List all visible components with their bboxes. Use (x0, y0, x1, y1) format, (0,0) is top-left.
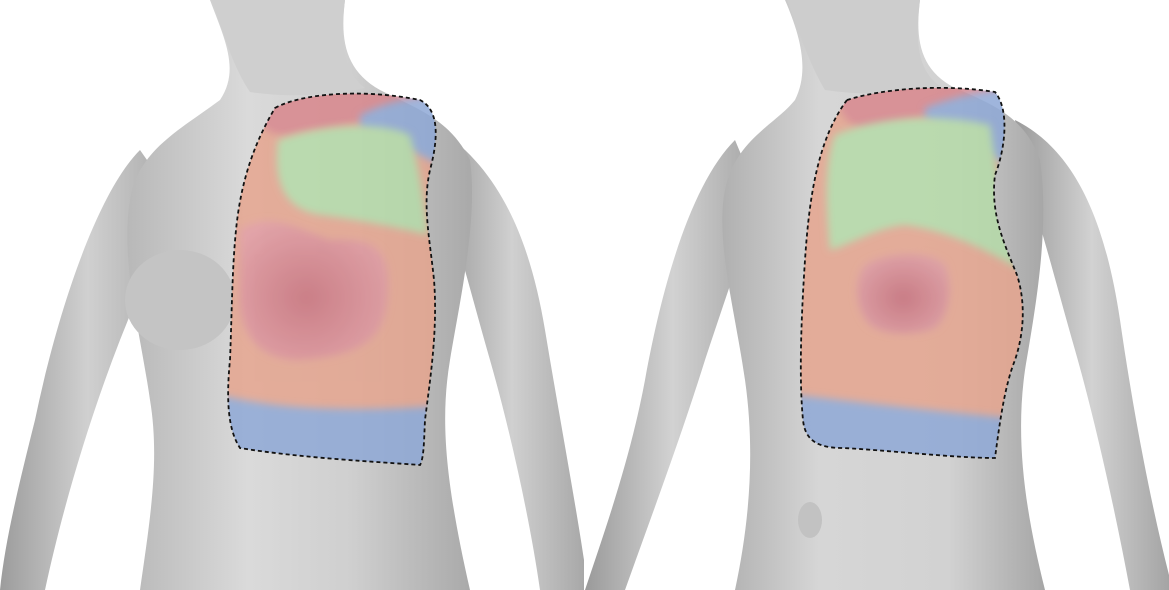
panel-right (585, 0, 1169, 590)
breast-shading (125, 250, 235, 350)
overlay-zones-right (795, 80, 1035, 480)
torso-illustration-left (0, 0, 584, 590)
zone-red-center (857, 254, 949, 333)
torso-illustration-right (585, 0, 1169, 590)
navel-shading (798, 502, 822, 538)
panel-left (0, 0, 584, 590)
